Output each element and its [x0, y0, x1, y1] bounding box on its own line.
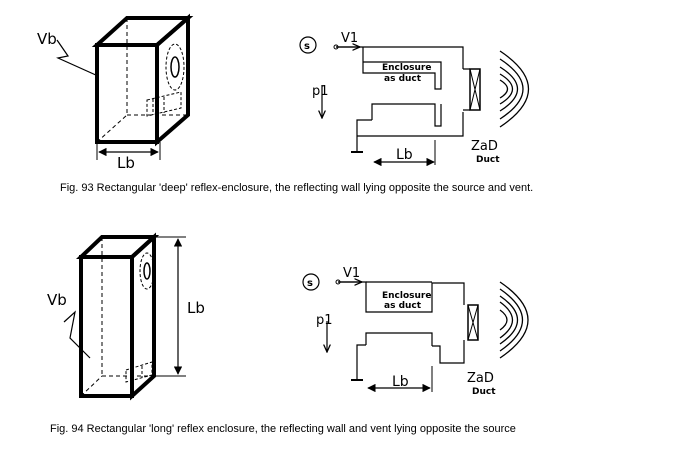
duct-lower-wall — [371, 103, 442, 127]
source-symbol — [302, 273, 320, 291]
bottom-conductor — [356, 340, 465, 380]
long-box-right — [130, 232, 156, 401]
deep-box-label-leader — [56, 39, 99, 77]
duct-impedance-box — [469, 68, 481, 111]
velocity-label: V1 — [343, 266, 360, 281]
bottom-conductor — [356, 112, 464, 152]
impedance-label: ZaD — [471, 139, 498, 154]
long-box-hidden-edges — [80, 237, 154, 397]
long-box-length-label: Lb — [187, 299, 205, 317]
duct-length-label: Lb — [396, 147, 413, 163]
deep-box-hidden-edges — [96, 18, 188, 143]
duct-impedance-box — [467, 304, 479, 341]
figure-94-caption: Fig. 94 Rectangular 'long' reflex enclos… — [50, 423, 516, 435]
source-label: s — [307, 278, 313, 289]
pressure-label: p1 — [316, 313, 333, 328]
figure-93: Vb Lb s V1 p1 Enclosure as duct Lb ZaD D… — [37, 13, 533, 194]
deep-box-drawing — [56, 13, 194, 160]
long-box-vent — [125, 361, 153, 383]
duct-impedance-cross — [467, 304, 479, 341]
enclosure-label-line1: Enclosure — [382, 291, 431, 301]
long-box-front — [79, 255, 134, 398]
top-conductor — [336, 46, 464, 69]
enclosure-label-line1: Enclosure — [382, 63, 431, 73]
figure-94: Vb Lb s V1 p1 Enclosure as duct Lb ZaD D… — [47, 232, 529, 435]
deep-box-vent — [146, 91, 182, 117]
pressure-label: p1 — [312, 84, 329, 99]
long-box-volume-label: Vb — [47, 291, 67, 309]
duct-length-label: Lb — [392, 374, 409, 390]
duct-label: Duct — [476, 155, 500, 165]
sound-waves — [499, 50, 529, 128]
impedance-leads — [463, 68, 470, 111]
long-box-label-leader — [63, 310, 91, 359]
duct-upper-wall — [362, 47, 442, 90]
enclosure-label-line2: as duct — [384, 74, 422, 84]
duct-label: Duct — [472, 387, 496, 397]
deep-circuit — [299, 36, 529, 167]
long-box-drawing — [63, 232, 186, 401]
sound-waves — [499, 281, 529, 359]
duct-lower-wall — [365, 332, 433, 346]
source-symbol — [299, 36, 317, 54]
figure-93-caption: Fig. 93 Rectangular 'deep' reflex-enclos… — [60, 182, 533, 194]
deep-box-driver-inner — [170, 56, 180, 78]
impedance-label: ZaD — [467, 371, 494, 386]
deep-box-right — [155, 13, 190, 147]
deep-box-length-label: Lb — [117, 154, 135, 172]
deep-box-volume-label: Vb — [37, 30, 57, 48]
duct-impedance-cross — [469, 68, 481, 111]
long-box-driver-outer — [139, 252, 155, 290]
deep-box-driver-outer — [165, 43, 185, 91]
long-circuit — [302, 273, 529, 393]
long-box-driver-inner — [143, 262, 151, 280]
source-label: s — [304, 41, 310, 52]
velocity-label: V1 — [341, 31, 358, 46]
enclosure-label-line2: as duct — [384, 301, 422, 311]
deep-box-front — [95, 43, 159, 144]
